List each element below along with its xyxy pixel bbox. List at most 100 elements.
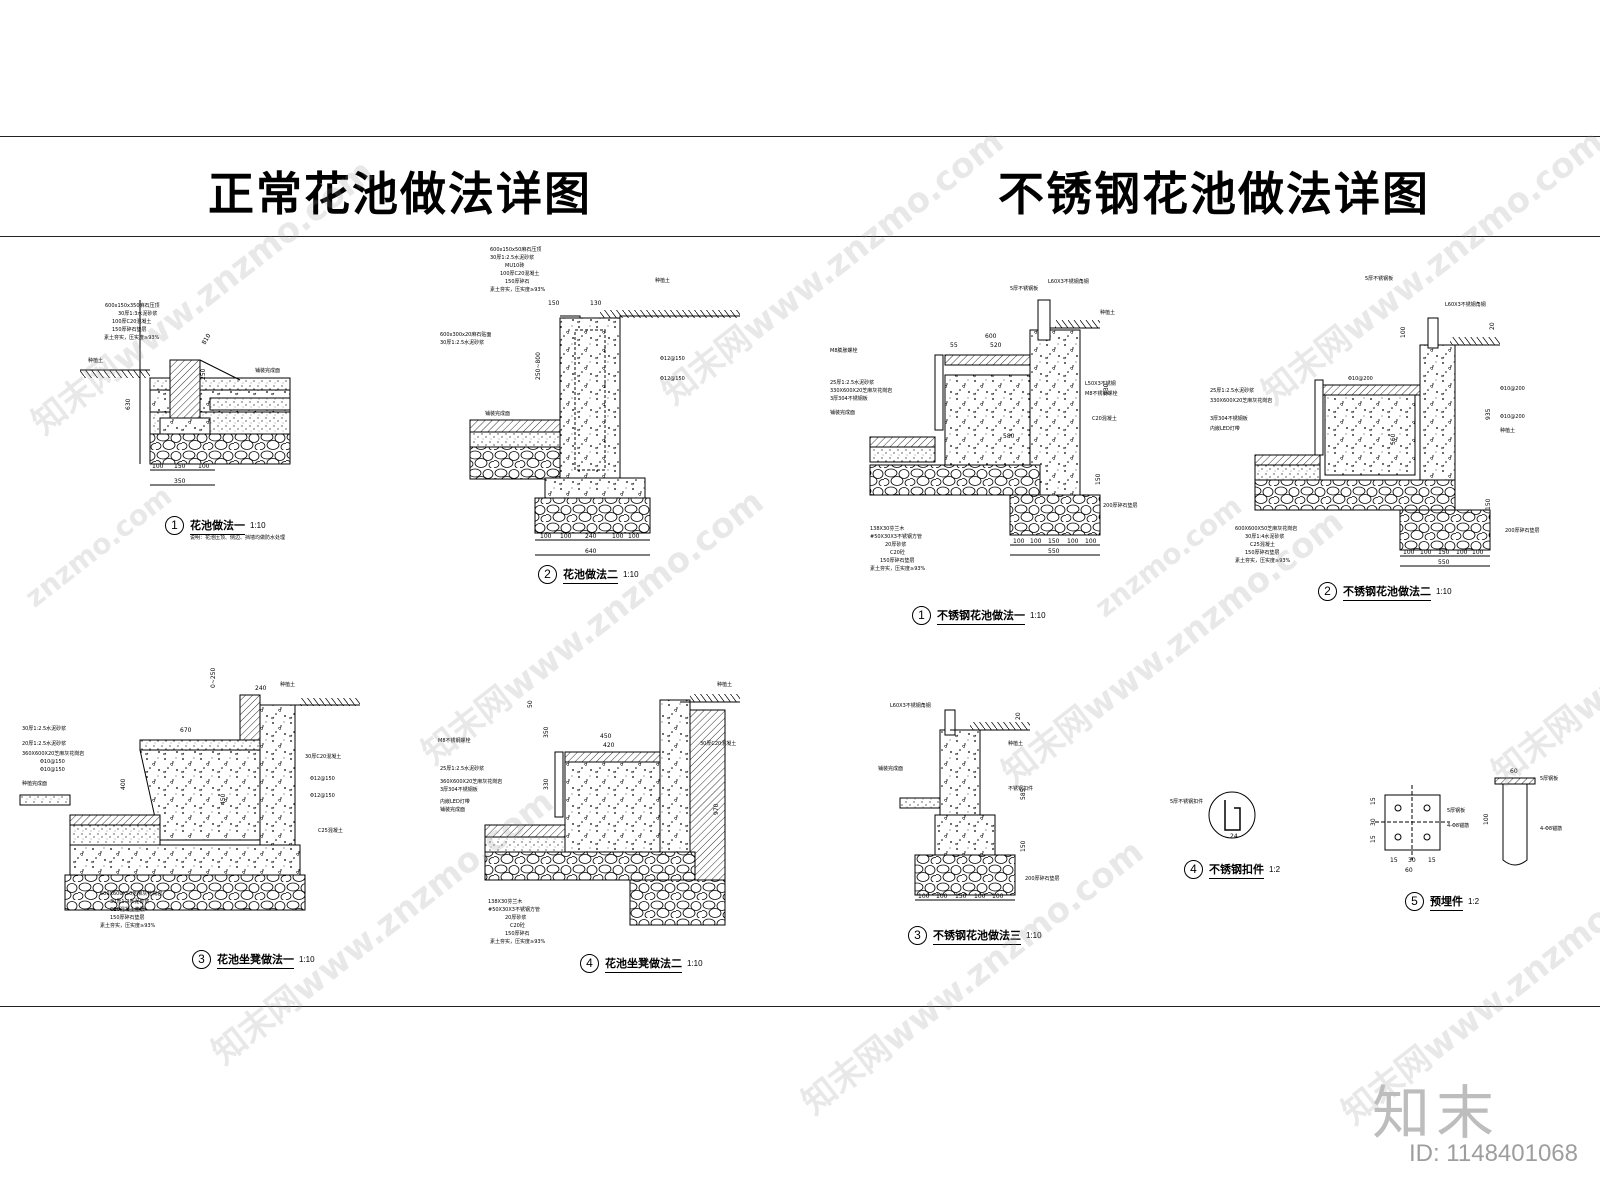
svg-text:C20砼: C20砼 <box>890 549 905 556</box>
svg-text:100厚C20混凝土: 100厚C20混凝土 <box>112 318 151 325</box>
caption-title: 花池坐凳做法二 <box>605 955 682 973</box>
caption-number: 3 <box>908 926 927 945</box>
ss-detail-4-section <box>1208 791 1256 839</box>
caption-scale: 1:2 <box>1269 865 1281 874</box>
ss-detail-1-section <box>869 299 1101 556</box>
detail-2-section <box>469 310 740 556</box>
svg-text:30: 30 <box>1408 857 1416 864</box>
image-id-label: ID: 1148401068 <box>1408 1140 1578 1167</box>
svg-text:420: 420 <box>603 742 615 749</box>
svg-text:150: 150 <box>1485 498 1492 510</box>
svg-text:550: 550 <box>1048 548 1060 555</box>
svg-text:M8不锈钢螺栓: M8不锈钢螺栓 <box>438 737 471 744</box>
svg-text:Φ12@150: Φ12@150 <box>310 776 335 782</box>
caption-title: 不锈钢扣件 <box>1209 861 1264 879</box>
svg-text:150: 150 <box>174 463 186 470</box>
svg-text:330: 330 <box>543 778 550 790</box>
svg-text:种植土: 种植土 <box>1008 740 1023 747</box>
svg-text:600x150x350麻石压顶: 600x150x350麻石压顶 <box>105 302 160 309</box>
svg-text:580: 580 <box>1003 433 1015 440</box>
svg-text:4-Φ8锚筋: 4-Φ8锚筋 <box>1447 822 1469 829</box>
svg-text:素土夯实，压实度≥93%: 素土夯实，压实度≥93% <box>490 938 546 945</box>
svg-text:30厚1:3水泥砂浆: 30厚1:3水泥砂浆 <box>118 310 157 317</box>
svg-text:200厚碎石垫层: 200厚碎石垫层 <box>1025 875 1060 882</box>
caption-ss-detail-1: 1 不锈钢花池做法一 1:10 <box>912 606 1046 625</box>
svg-text:600x150x50麻石压顶: 600x150x50麻石压顶 <box>490 246 541 253</box>
svg-text:130: 130 <box>590 300 602 307</box>
svg-text:30厚1:2.5水泥砂浆: 30厚1:2.5水泥砂浆 <box>440 339 484 346</box>
svg-text:150: 150 <box>548 300 560 307</box>
caption-detail-4: 4 花池坐凳做法二 1:10 <box>580 954 703 973</box>
svg-text:150: 150 <box>1048 538 1060 545</box>
caption-detail-1: 1 花池做法一 1:10 <box>165 516 266 535</box>
svg-text:#50X30X3不锈钢方管: #50X30X3不锈钢方管 <box>488 906 540 913</box>
svg-text:100: 100 <box>1085 538 1097 545</box>
bottom-frame-line <box>0 1006 1600 1007</box>
svg-text:25厚1:2.5水泥砂浆: 25厚1:2.5水泥砂浆 <box>1210 387 1254 394</box>
caption-scale: 1:10 <box>687 959 703 968</box>
svg-text:50: 50 <box>527 700 534 708</box>
svg-text:100: 100 <box>1067 538 1079 545</box>
svg-text:15: 15 <box>1428 857 1436 864</box>
detail-3-section <box>19 694 360 911</box>
svg-text:100: 100 <box>1472 549 1484 556</box>
svg-text:100: 100 <box>1403 549 1415 556</box>
svg-text:640: 640 <box>585 548 597 555</box>
svg-text:种植土: 种植土 <box>1100 309 1115 316</box>
svg-text:0~250: 0~250 <box>210 668 217 688</box>
heading-divider-line <box>0 236 1600 237</box>
svg-text:200厚碎石垫层: 200厚碎石垫层 <box>1505 527 1540 534</box>
svg-text:C20混凝土垫层: C20混凝土垫层 <box>110 906 145 913</box>
svg-text:240: 240 <box>255 685 267 692</box>
caption-title: 不锈钢花池做法二 <box>1343 583 1431 601</box>
svg-text:935: 935 <box>1485 408 1492 420</box>
svg-text:138X30芬兰木: 138X30芬兰木 <box>870 525 904 532</box>
svg-text:L60X3不锈钢角钢: L60X3不锈钢角钢 <box>890 702 931 709</box>
svg-text:L60X3不锈钢角钢: L60X3不锈钢角钢 <box>1048 278 1089 285</box>
svg-text:Φ10@200: Φ10@200 <box>1348 376 1373 382</box>
svg-text:铺装完成面: 铺装完成面 <box>440 806 465 813</box>
caption-scale: 1:10 <box>1436 587 1452 596</box>
caption-scale: 1:10 <box>299 955 315 964</box>
svg-text:350: 350 <box>543 726 550 738</box>
svg-text:铺装完成面: 铺装完成面 <box>830 409 855 416</box>
caption-scale: 1:2 <box>1468 897 1480 906</box>
svg-text:Φ12@150: Φ12@150 <box>660 356 685 362</box>
svg-text:素土夯实，压实度≥93%: 素土夯实，压实度≥93% <box>490 286 546 293</box>
svg-text:种植土: 种植土 <box>280 681 295 688</box>
svg-text:970: 970 <box>713 803 720 815</box>
caption-ss-detail-2: 2 不锈钢花池做法二 1:10 <box>1318 582 1452 601</box>
svg-text:内嵌LED灯带: 内嵌LED灯带 <box>440 798 470 805</box>
svg-text:铺装完成面: 铺装完成面 <box>255 367 280 374</box>
caption-scale: 1:10 <box>623 570 639 579</box>
svg-text:4-Φ8锚筋: 4-Φ8锚筋 <box>1540 825 1562 832</box>
right-section-heading: 不锈钢花池做法详图 <box>998 167 1430 221</box>
svg-text:350: 350 <box>174 478 186 485</box>
svg-text:60: 60 <box>1405 867 1413 874</box>
svg-text:150: 150 <box>955 893 967 900</box>
svg-text:L60X3不锈钢角钢: L60X3不锈钢角钢 <box>1445 301 1486 308</box>
svg-text:30厚C20混凝土: 30厚C20混凝土 <box>700 740 736 747</box>
caption-number: 1 <box>165 516 184 535</box>
svg-text:素土夯实，压实度≥93%: 素土夯实，压实度≥93% <box>1235 557 1291 564</box>
svg-text:600: 600 <box>985 333 997 340</box>
caption-number: 2 <box>538 565 557 584</box>
caption-number: 4 <box>1184 860 1203 879</box>
svg-text:30厚1:2.5水泥砂浆: 30厚1:2.5水泥砂浆 <box>22 725 66 732</box>
ss-detail-2-section <box>1254 317 1500 567</box>
svg-text:30: 30 <box>1370 818 1377 826</box>
caption-number: 4 <box>580 954 599 973</box>
svg-text:L50X3不锈钢: L50X3不锈钢 <box>1085 380 1116 387</box>
caption-title: 不锈钢花池做法三 <box>933 927 1021 945</box>
svg-text:种植土: 种植土 <box>655 277 670 284</box>
svg-text:250: 250 <box>200 368 207 380</box>
caption-number: 3 <box>192 950 211 969</box>
svg-text:150: 150 <box>1095 473 1102 485</box>
svg-text:450: 450 <box>220 793 227 805</box>
svg-text:100: 100 <box>198 463 210 470</box>
detail-4-section <box>484 694 740 926</box>
svg-text:100: 100 <box>612 533 624 540</box>
svg-text:330X600X20芝麻灰花岗岩: 330X600X20芝麻灰花岗岩 <box>1210 397 1272 404</box>
caption-title: 不锈钢花池做法一 <box>937 607 1025 625</box>
svg-text:100: 100 <box>1400 326 1407 338</box>
